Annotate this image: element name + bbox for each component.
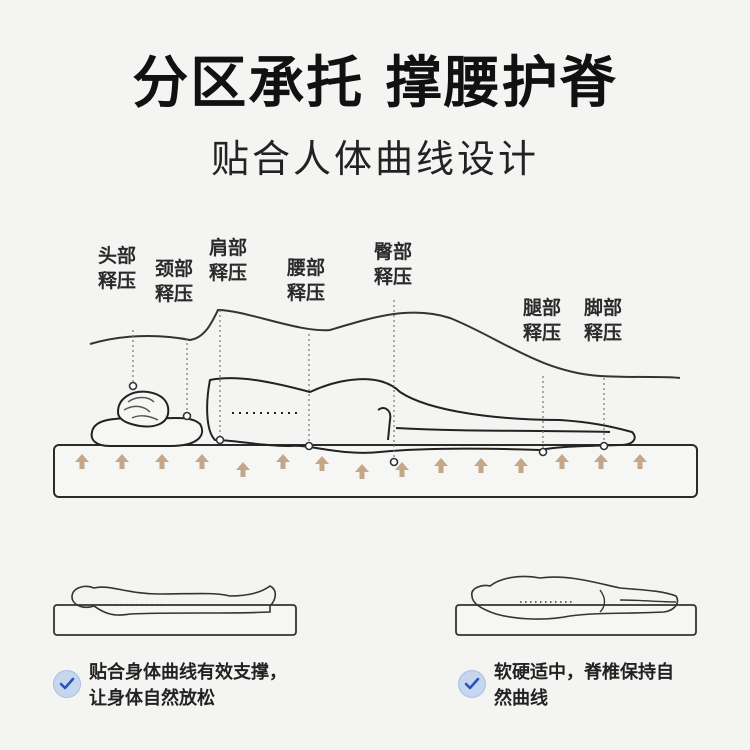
mattress-small-left (53, 604, 297, 636)
up-arrow-icon (395, 462, 409, 477)
zone-label-leg-action: 释压 (523, 322, 562, 344)
caption-left: 贴合身体曲线有效支撑， 让身体自然放松 (89, 660, 287, 712)
pressure-point-leg (538, 447, 548, 457)
body-lying-outline (206, 377, 636, 454)
zone-label-head-action: 释压 (98, 270, 137, 292)
caption-right: 软硬适中，脊椎保持自 然曲线 (494, 660, 674, 712)
zone-label-hip-name: 臀部 (374, 241, 413, 263)
check-circle-icon (53, 670, 81, 698)
zone-label-waist-action: 释压 (287, 282, 326, 304)
up-arrow-icon (195, 454, 209, 469)
up-arrow-icon (555, 454, 569, 469)
mattress-illustration-right (455, 575, 697, 636)
guide-lines (132, 300, 605, 462)
up-arrow-icon (633, 454, 647, 469)
up-arrow-icon (355, 464, 369, 479)
zone-label-head-name: 头部 (98, 245, 137, 267)
up-arrow-icon (236, 462, 250, 477)
zone-label-neck-action: 释压 (155, 283, 194, 305)
zone-label-foot-action: 释压 (584, 322, 623, 344)
body-arm (377, 407, 392, 441)
zone-label-head: 头部 释压 (98, 244, 136, 294)
zone-label-leg-name: 腿部 (523, 297, 562, 319)
pressure-point-head (128, 381, 138, 391)
up-arrow-icon (594, 454, 608, 469)
mattress (53, 444, 698, 498)
caption-right-line2: 然曲线 (494, 688, 548, 709)
page-title: 分区承托 撑腰护脊 (132, 51, 618, 116)
zone-label-hip: 臀部 释压 (374, 240, 412, 290)
zone-label-neck: 颈部 释压 (155, 257, 193, 307)
up-arrow-icon (155, 454, 169, 469)
up-arrow-icon (115, 454, 129, 469)
pressure-point-waist (304, 441, 314, 451)
body-small-left (71, 585, 277, 616)
zone-label-foot: 脚部 释压 (584, 296, 622, 346)
zone-label-waist: 腰部 释压 (287, 256, 325, 306)
caption-right-line1: 软硬适中，脊椎保持自 (494, 662, 674, 683)
support-arrows (75, 454, 647, 479)
up-arrow-icon (75, 454, 89, 469)
pressure-point-shoulder (215, 435, 225, 445)
mattress-small-right (455, 604, 697, 636)
up-arrow-icon (315, 456, 329, 471)
body-leg-line (395, 427, 611, 433)
zone-label-foot-name: 脚部 (584, 297, 623, 319)
body-small-right (471, 575, 679, 620)
hair (123, 396, 159, 421)
page-subtitle: 贴合人体曲线设计 (210, 137, 539, 181)
pressure-point-foot (599, 441, 609, 451)
caption-left-line1: 贴合身体曲线有效支撑， (89, 662, 287, 683)
up-arrow-icon (474, 458, 488, 473)
zone-label-shoulder-action: 释压 (209, 262, 248, 284)
body-side-outline (89, 308, 681, 379)
up-arrow-icon (434, 458, 448, 473)
zone-label-hip-action: 释压 (374, 266, 413, 288)
arm-small-right (599, 589, 677, 613)
mattress-illustration-left (53, 585, 297, 636)
zone-label-waist-name: 腰部 (287, 257, 326, 279)
pressure-point-hip (389, 457, 399, 467)
caption-left-line2: 让身体自然放松 (89, 688, 215, 709)
pressure-points (128, 381, 609, 467)
up-arrow-icon (276, 454, 290, 469)
zone-label-shoulder: 肩部 释压 (209, 236, 247, 286)
check-circle-icon (458, 670, 486, 698)
pressure-point-neck (182, 411, 192, 421)
zone-label-leg: 腿部 释压 (523, 296, 561, 346)
zone-label-neck-name: 颈部 (155, 258, 194, 280)
up-arrow-icon (514, 458, 528, 473)
zone-label-shoulder-name: 肩部 (209, 237, 248, 259)
